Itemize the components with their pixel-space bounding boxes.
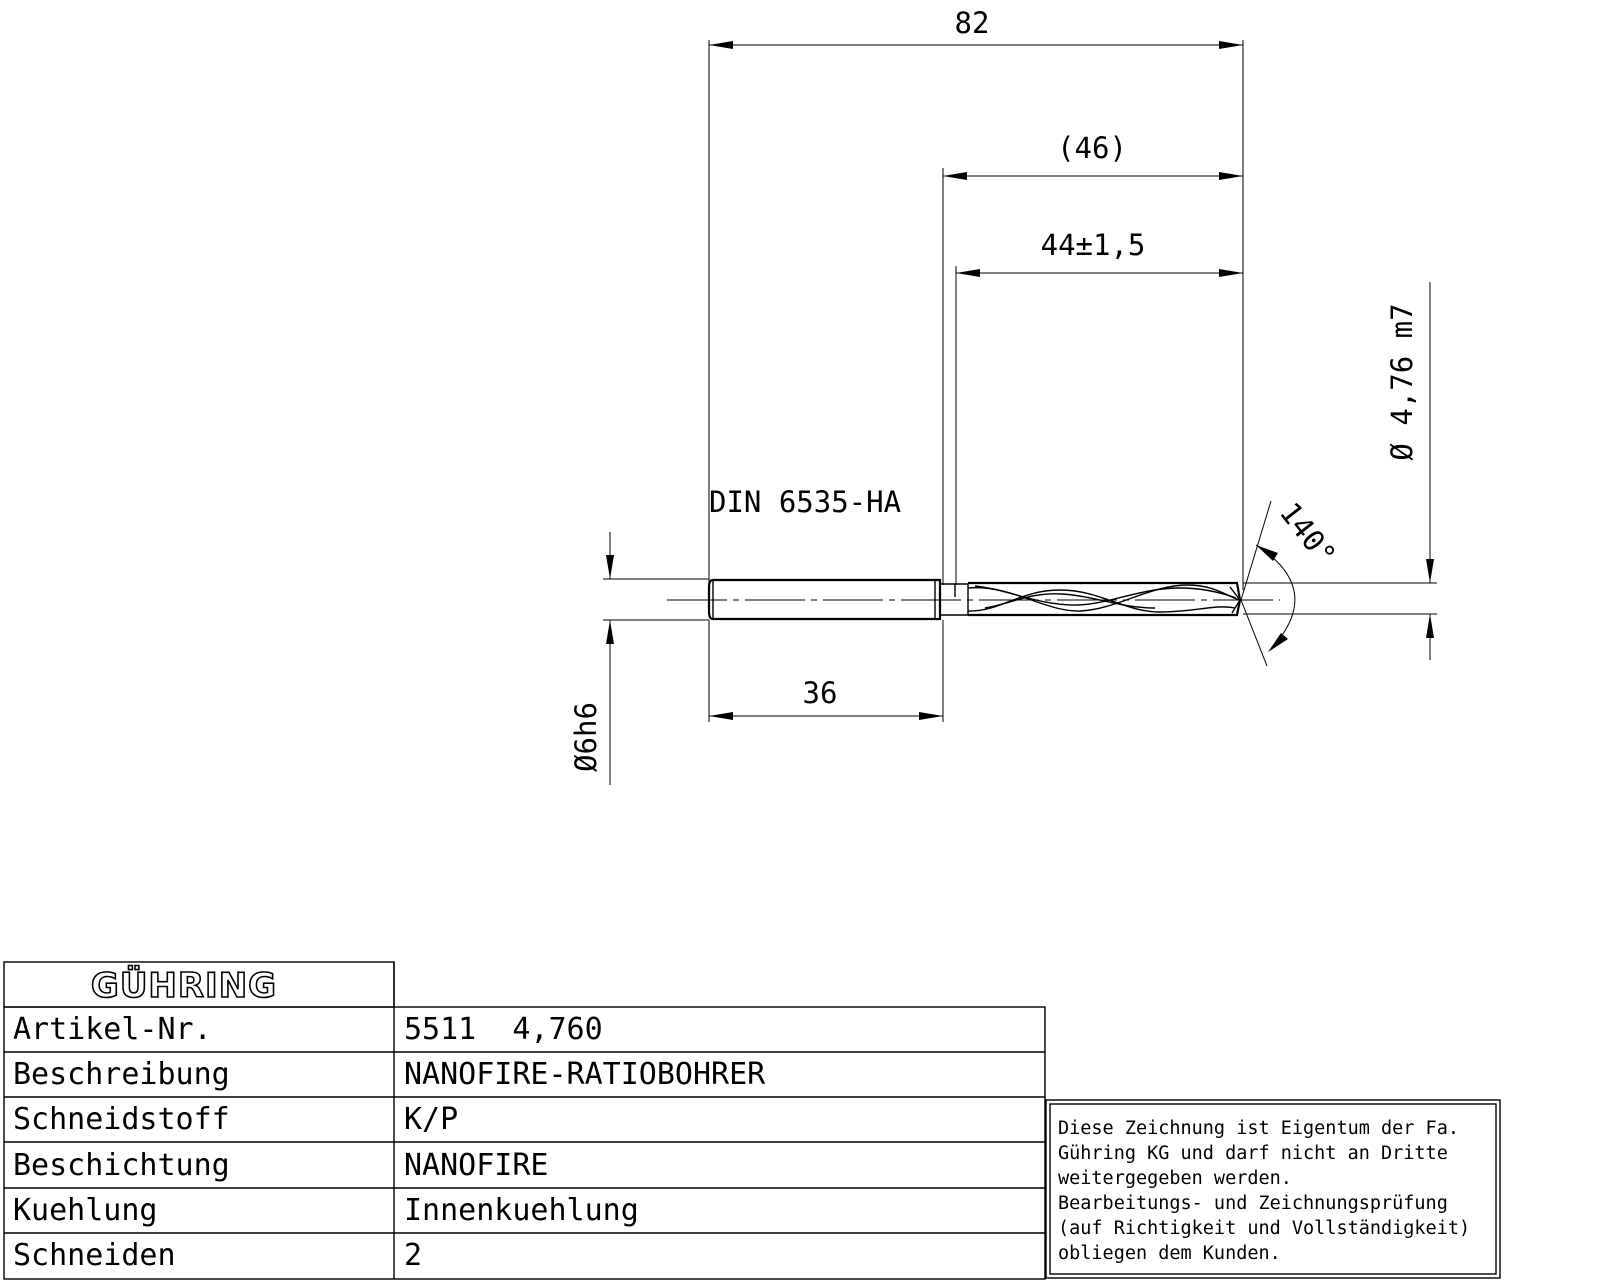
dim-overall-length-label: 82 [955, 6, 990, 40]
notice-line: Bearbeitungs- und Zeichnungsprüfung [1058, 1193, 1448, 1214]
dimension-shank-diameter: Ø6h6 [569, 532, 709, 785]
value-schneiden: 2 [404, 1238, 422, 1273]
dimension-flute-reference: (46) [942, 131, 1243, 585]
dimension-point-angle: 140° [1240, 496, 1343, 667]
dimension-overall-length: 82 [708, 6, 1244, 590]
dim-tip-diameter-label: Ø 4,76 m7 [1385, 303, 1419, 460]
guehring-logo: GÜHRING [91, 965, 277, 1006]
label-beschichtung: Beschichtung [13, 1148, 230, 1183]
label-schneidstoff: Schneidstoff [13, 1102, 230, 1137]
dim-flute-ref-label: (46) [1057, 131, 1127, 165]
dim-point-angle-label: 140° [1273, 496, 1343, 572]
label-artikel-nr: Artikel-Nr. [13, 1012, 212, 1047]
notice-line: (auf Richtigkeit und Vollständigkeit) [1058, 1218, 1470, 1239]
dim-shank-length-label: 36 [803, 676, 838, 710]
value-beschichtung: NANOFIRE [404, 1148, 549, 1183]
value-kuehlung: Innenkuehlung [404, 1193, 639, 1228]
value-artikel-nr: 5511 4,760 [404, 1012, 603, 1047]
value-schneidstoff: K/P [404, 1102, 458, 1137]
dimension-tip-diameter: Ø 4,76 m7 [1243, 282, 1437, 660]
dim-flute-length-label: 44±1,5 [1041, 228, 1146, 262]
dim-shank-diameter-label: Ø6h6 [569, 702, 603, 772]
label-kuehlung: Kuehlung [13, 1193, 158, 1228]
label-schneiden: Schneiden [13, 1238, 176, 1273]
dimension-flute-length: 44±1,5 [955, 228, 1243, 585]
drill-body [667, 578, 1280, 621]
value-beschreibung: NANOFIRE-RATIOBOHRER [404, 1057, 766, 1092]
title-block: GÜHRING Artikel-Nr. Beschreibung Schneid… [3, 961, 1501, 1280]
notice-line: Gühring KG und darf nicht an Dritte [1058, 1143, 1448, 1164]
notice-line: weitergegeben werden. [1058, 1168, 1292, 1189]
label-beschreibung: Beschreibung [13, 1057, 230, 1092]
standard-label: DIN 6535-HA [709, 485, 901, 519]
notice-line: obliegen dem Kunden. [1058, 1243, 1281, 1264]
dimension-shank-length: 36 [708, 620, 944, 722]
notice-line: Diese Zeichnung ist Eigentum der Fa. [1058, 1118, 1459, 1139]
